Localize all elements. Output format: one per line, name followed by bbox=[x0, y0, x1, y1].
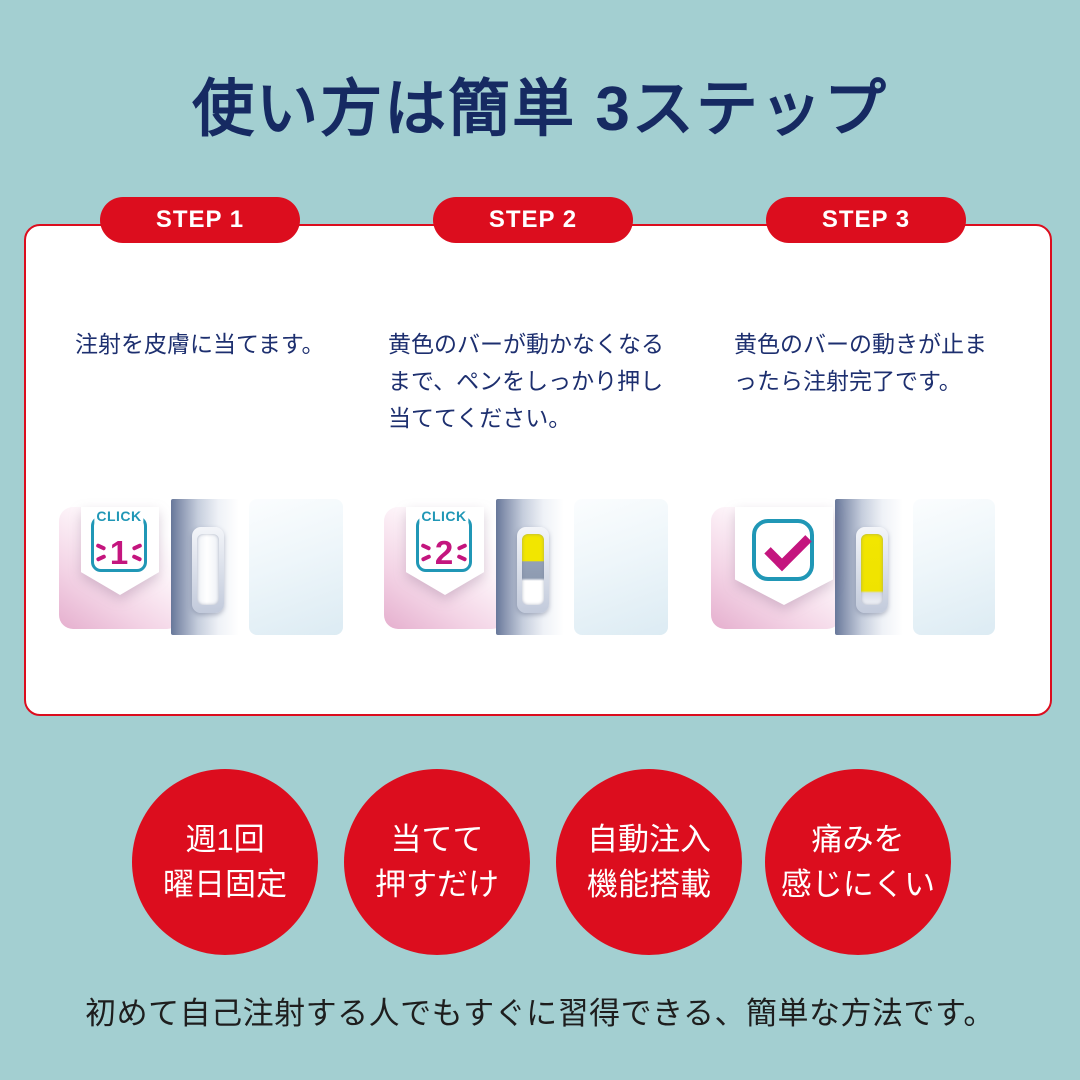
shield-shape: CLICK 2 bbox=[406, 507, 484, 595]
step1-description: 注射を皮膚に当てます。 bbox=[75, 326, 395, 363]
step1-badge: STEP 1 bbox=[100, 197, 300, 243]
emphasis-right-icon bbox=[131, 541, 143, 563]
feature-line: 自動注入 bbox=[587, 822, 711, 857]
injection-pen-body bbox=[171, 499, 239, 635]
page-title: 使い方は簡単 3ステップ bbox=[192, 75, 888, 144]
steps-panel bbox=[24, 224, 1052, 716]
click-1-badge-icon: CLICK 1 bbox=[81, 507, 159, 595]
feature-circle-auto-inject: 自動注入 機能搭載 bbox=[556, 769, 742, 955]
feature-line: 当てて bbox=[390, 822, 484, 857]
step1-illustration: CLICK 1 bbox=[59, 497, 343, 637]
emphasis-left-icon bbox=[95, 541, 107, 563]
pen-indicator-window bbox=[517, 527, 549, 613]
description-line: ったら注射完了です。 bbox=[734, 368, 962, 394]
step3-illustration bbox=[711, 497, 995, 637]
emphasis-right-icon bbox=[456, 541, 468, 563]
complete-badge-icon bbox=[735, 507, 833, 605]
click-frame-icon: CLICK 1 bbox=[91, 508, 147, 572]
feature-circle-less-pain: 痛みを 感じにくい bbox=[765, 769, 951, 955]
click-label: CLICK bbox=[419, 508, 469, 524]
description-line: 注射を皮膚に当てます。 bbox=[75, 331, 325, 357]
pen-indicator-window bbox=[856, 527, 888, 613]
feature-line: 押すだけ bbox=[375, 867, 499, 902]
skin-surface-panel bbox=[574, 499, 668, 635]
description-line: まで、ペンをしっかり押し bbox=[388, 368, 664, 394]
step2-description: 黄色のバーが動かなくなる まで、ペンをしっかり押し 当ててください。 bbox=[388, 326, 708, 437]
step2-illustration: CLICK 2 bbox=[384, 497, 668, 637]
description-line: 黄色のバーの動きが止ま bbox=[734, 331, 987, 357]
injection-pen-body bbox=[835, 499, 903, 635]
skin-surface-panel bbox=[913, 499, 995, 635]
feature-circle-weekly: 週1回 曜日固定 bbox=[132, 769, 318, 955]
step3-badge: STEP 3 bbox=[766, 197, 966, 243]
indicator-bar-empty-icon bbox=[197, 534, 219, 605]
step2-badge: STEP 2 bbox=[433, 197, 633, 243]
feature-line: 曜日固定 bbox=[163, 867, 287, 902]
click-number: 2 bbox=[434, 533, 454, 571]
injection-pen-body bbox=[496, 499, 564, 635]
checkmark-icon bbox=[764, 523, 812, 572]
feature-line: 感じにくい bbox=[780, 867, 936, 902]
click-number-row: 2 bbox=[419, 527, 469, 577]
emphasis-left-icon bbox=[420, 541, 432, 563]
click-frame-icon: CLICK 2 bbox=[416, 508, 472, 572]
description-line: 当ててください。 bbox=[388, 405, 572, 431]
checkbox-frame-icon bbox=[752, 519, 814, 581]
footer-text: 初めて自己注射する人でもすぐに習得できる、簡単な方法です。 bbox=[85, 996, 995, 1031]
indicator-bar-full-icon bbox=[861, 534, 883, 605]
click-number-row: 1 bbox=[94, 527, 144, 577]
skin-surface-panel bbox=[249, 499, 343, 635]
shield-shape bbox=[735, 507, 833, 605]
pen-indicator-window bbox=[192, 527, 224, 613]
click-label: CLICK bbox=[94, 508, 144, 524]
description-line: 黄色のバーが動かなくなる bbox=[388, 331, 664, 357]
feature-line: 痛みを bbox=[811, 822, 905, 857]
feature-line: 機能搭載 bbox=[587, 867, 711, 902]
step3-description: 黄色のバーの動きが止ま ったら注射完了です。 bbox=[734, 326, 1054, 400]
shield-shape: CLICK 1 bbox=[81, 507, 159, 595]
feature-line: 週1回 bbox=[185, 822, 265, 857]
click-number: 1 bbox=[109, 533, 129, 571]
indicator-bar-partial-icon bbox=[522, 534, 544, 605]
feature-circle-easy-press: 当てて 押すだけ bbox=[344, 769, 530, 955]
click-2-badge-icon: CLICK 2 bbox=[406, 507, 484, 595]
